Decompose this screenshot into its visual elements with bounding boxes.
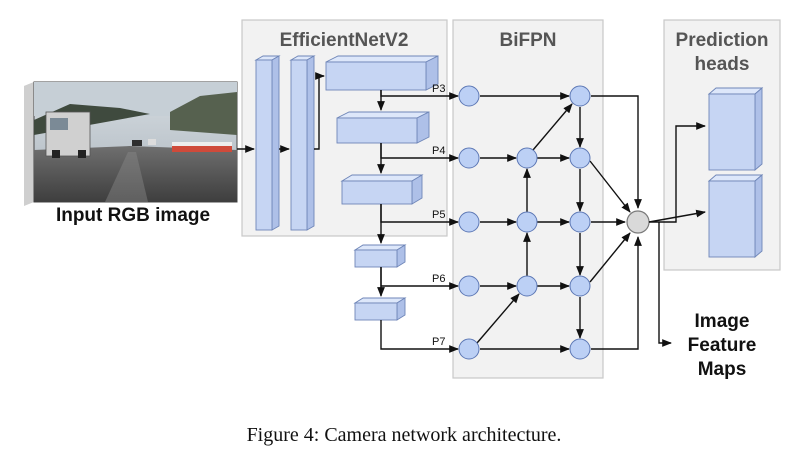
node-p5-in xyxy=(458,211,480,233)
backbone-stage-3 xyxy=(340,174,424,205)
out-p7 xyxy=(591,236,642,350)
p4-diag-up xyxy=(532,103,573,151)
prediction-head-1 xyxy=(707,87,764,171)
input-label: Input RGB image xyxy=(56,205,210,226)
node-p4-out xyxy=(569,147,591,169)
to-feature-maps-arrow xyxy=(658,222,672,347)
node-p3-out xyxy=(569,85,591,107)
node-p6-in xyxy=(458,275,480,297)
backbone-stage-2 xyxy=(336,111,430,144)
out-p4 xyxy=(589,160,631,213)
backbone-title: EfficientNetV2 xyxy=(280,30,409,51)
out-p3 xyxy=(591,95,642,209)
prediction-heads-title-line2: heads xyxy=(695,54,750,75)
node-p5-out xyxy=(569,211,591,233)
to-head-1-arrow xyxy=(649,122,706,223)
feature-maps-label-line1: Image xyxy=(695,311,750,332)
prediction-heads-title-line1: Prediction xyxy=(676,30,769,51)
p4-link xyxy=(380,143,459,162)
backbone-stage-1 xyxy=(325,55,439,91)
p7-diag-up xyxy=(476,293,520,344)
level-label-p3: P3 xyxy=(432,83,445,95)
bifpn-panel xyxy=(452,19,604,379)
prediction-head-2 xyxy=(707,174,764,258)
p6-link xyxy=(380,267,459,290)
feature-maps-label-line2: Feature xyxy=(688,335,757,356)
p5-link xyxy=(380,204,459,226)
node-p4-in xyxy=(458,147,480,169)
to-head-2-arrow xyxy=(648,209,706,223)
bifpn-title: BiFPN xyxy=(500,30,557,51)
stem-block-2 xyxy=(289,55,316,231)
backbone-stage-5 xyxy=(353,297,407,321)
figure-caption: Figure 4: Camera network architecture. xyxy=(247,424,562,446)
node-p6-out xyxy=(569,275,591,297)
feature-maps-label-line3: Maps xyxy=(698,359,747,380)
p7-link xyxy=(380,320,459,353)
backbone-stage-4 xyxy=(353,244,407,268)
level-label-p4: P4 xyxy=(432,145,445,157)
p3-link xyxy=(380,90,459,100)
node-p7-out xyxy=(569,338,591,360)
stem-to-stage1-arrow xyxy=(314,72,325,150)
level-label-p6: P6 xyxy=(432,273,445,285)
input-image xyxy=(24,81,238,206)
node-p4-mid xyxy=(516,147,538,169)
node-p6-mid xyxy=(516,275,538,297)
node-p3-in xyxy=(458,85,480,107)
stem-block-1 xyxy=(254,55,281,231)
out-p6 xyxy=(589,232,631,283)
bifpn-nodes xyxy=(458,85,591,360)
node-p7-in xyxy=(458,338,480,360)
node-p5-mid xyxy=(516,211,538,233)
level-label-p5: P5 xyxy=(432,209,445,221)
fusion-node xyxy=(626,210,650,234)
level-label-p7: P7 xyxy=(432,336,445,348)
